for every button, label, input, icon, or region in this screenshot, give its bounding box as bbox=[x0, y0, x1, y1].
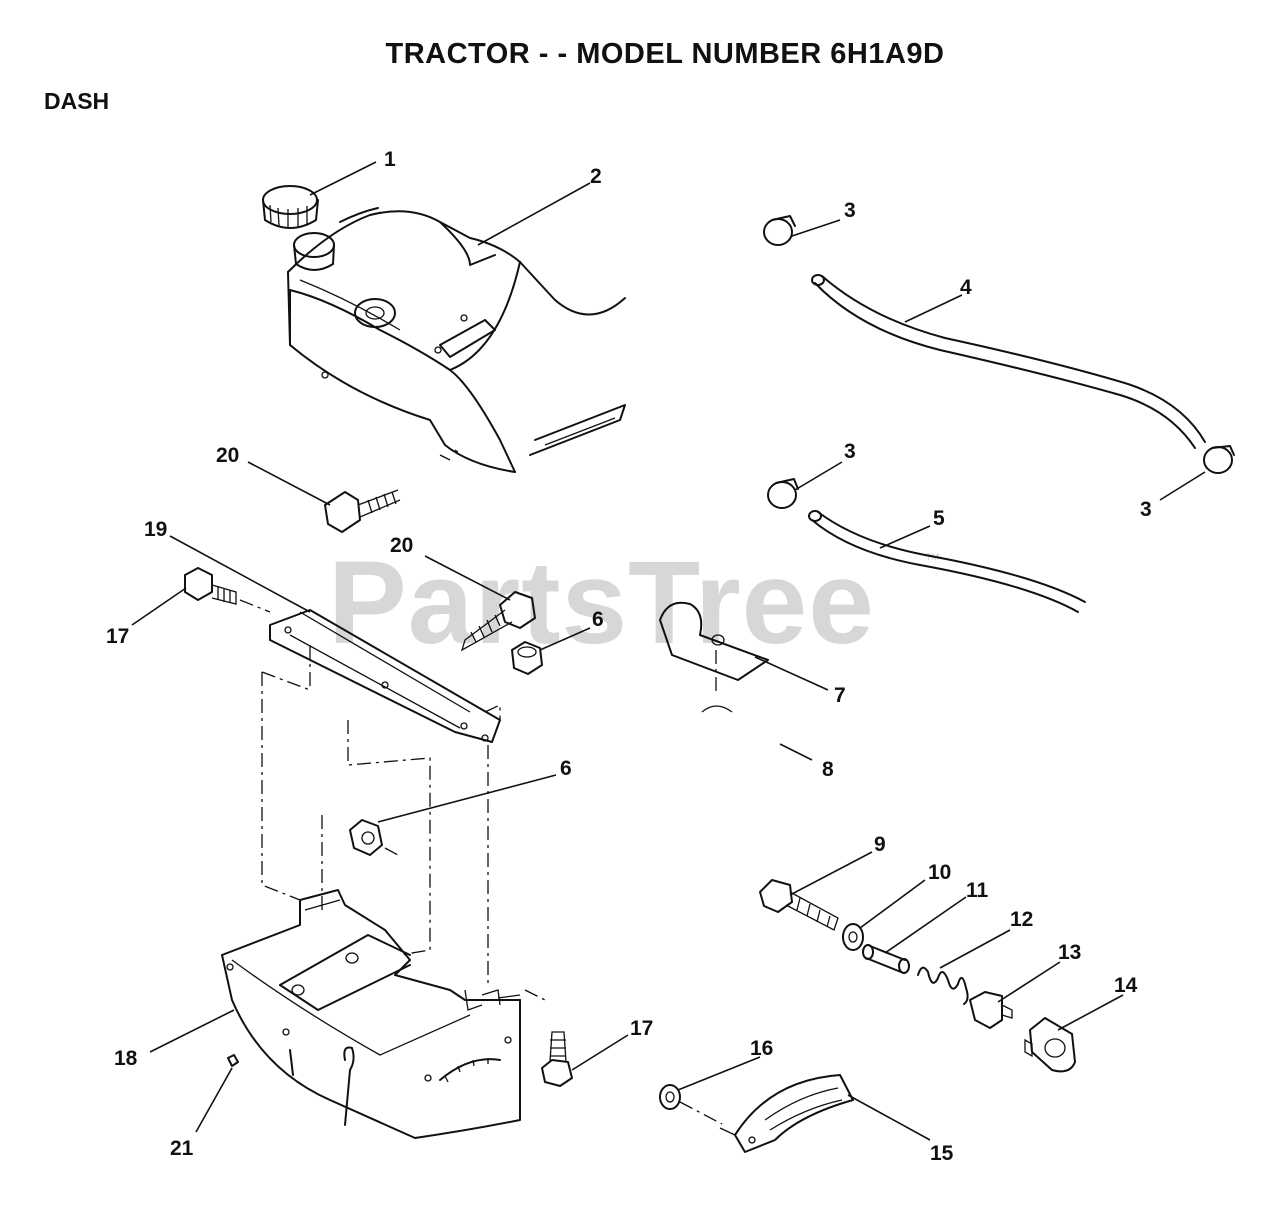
callout-5: 5 bbox=[933, 507, 945, 530]
callout-6b: 6 bbox=[560, 757, 572, 780]
callout-3a: 3 bbox=[844, 199, 856, 222]
nut-part-b[interactable] bbox=[349, 819, 383, 856]
callout-10: 10 bbox=[928, 861, 951, 884]
callout-7: 7 bbox=[834, 684, 846, 707]
callout-3c: 3 bbox=[1140, 498, 1152, 521]
callout-21: 21 bbox=[170, 1137, 194, 1160]
callout-20b: 20 bbox=[390, 534, 413, 557]
diagram-title: TRACTOR - - MODEL NUMBER 6H1A9D bbox=[385, 38, 945, 70]
callout-4: 4 bbox=[960, 276, 972, 299]
callout-2: 2 bbox=[590, 165, 602, 188]
callout-16: 16 bbox=[750, 1037, 773, 1060]
bolt-part-a[interactable] bbox=[324, 489, 401, 533]
spring-part-12[interactable] bbox=[917, 966, 969, 1005]
callout-13: 13 bbox=[1058, 941, 1081, 964]
screw-part-a[interactable] bbox=[184, 567, 237, 605]
callout-19: 19 bbox=[144, 518, 167, 541]
bolt-part-9[interactable] bbox=[759, 879, 839, 931]
bolt-part-b[interactable] bbox=[460, 591, 536, 652]
fuel-tank-part[interactable] bbox=[287, 207, 626, 473]
fuel-hose-short-part[interactable] bbox=[808, 510, 1086, 613]
fuel-cap-part[interactable] bbox=[262, 185, 319, 229]
clip-part-13[interactable] bbox=[969, 991, 1013, 1029]
assembly-lines bbox=[239, 599, 546, 1001]
callout-1: 1 bbox=[384, 148, 396, 171]
leader-lines bbox=[131, 161, 1206, 1141]
callout-11: 11 bbox=[966, 879, 989, 902]
callout-15: 15 bbox=[930, 1142, 954, 1165]
bracket-part-14[interactable] bbox=[1024, 1017, 1076, 1073]
section-label: DASH bbox=[44, 88, 110, 114]
lift-indicator-plate-part[interactable] bbox=[719, 1074, 854, 1153]
callout-20a: 20 bbox=[216, 444, 239, 467]
hose-clamp-part-b[interactable] bbox=[767, 478, 799, 509]
callout-14: 14 bbox=[1114, 974, 1138, 997]
hose-clip-part[interactable] bbox=[659, 601, 769, 713]
callout-8: 8 bbox=[822, 758, 834, 781]
washer-part-10[interactable] bbox=[842, 923, 864, 951]
nut-part-a[interactable] bbox=[511, 641, 543, 675]
hose-clamp-part-c[interactable] bbox=[1203, 445, 1235, 474]
spacer-part-11[interactable] bbox=[862, 944, 910, 974]
callout-18: 18 bbox=[114, 1047, 138, 1070]
fuel-hose-long-part[interactable] bbox=[811, 274, 1206, 449]
callout-6a: 6 bbox=[592, 608, 604, 631]
callout-numbers: 1 2 3 4 3 3 5 20 19 20 17 6 7 8 6 9 10 1… bbox=[106, 148, 1152, 1165]
hose-clamp-part-a[interactable] bbox=[763, 215, 796, 246]
callout-3b: 3 bbox=[844, 440, 856, 463]
screw-part-21[interactable] bbox=[227, 1054, 239, 1067]
callout-9: 9 bbox=[874, 833, 886, 856]
screw-part-b[interactable] bbox=[541, 1031, 573, 1087]
callout-17b: 17 bbox=[630, 1017, 653, 1040]
knob-part-16[interactable] bbox=[659, 1084, 723, 1125]
dash-bracket-part[interactable] bbox=[269, 609, 501, 743]
callout-17a: 17 bbox=[106, 625, 129, 648]
dash-panel-part[interactable] bbox=[221, 889, 521, 1139]
callout-12: 12 bbox=[1010, 908, 1033, 931]
